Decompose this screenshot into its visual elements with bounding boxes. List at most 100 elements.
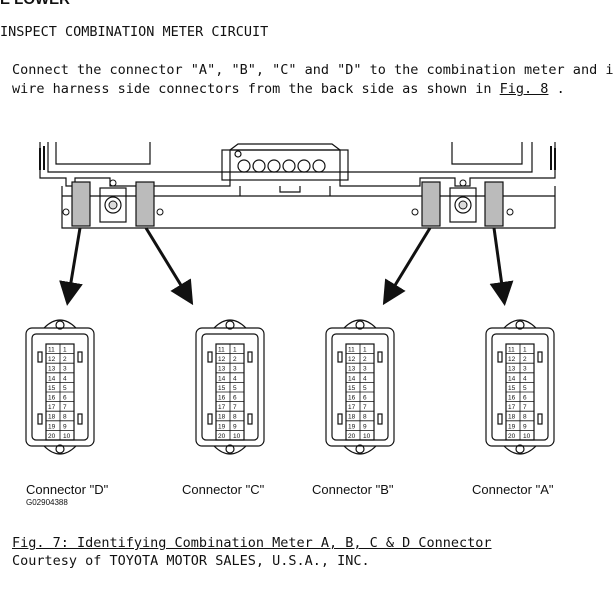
pin-label: 16 <box>218 395 226 402</box>
pin-label: 4 <box>363 375 367 382</box>
pin-label: 10 <box>523 433 531 440</box>
figure-caption: Fig. 7: Identifying Combination Meter A,… <box>12 535 492 551</box>
pin-label: 11 <box>48 347 55 354</box>
pin-label: 16 <box>348 395 356 402</box>
pin-label: 6 <box>523 395 527 402</box>
pin-label: 14 <box>508 375 516 382</box>
pin-label: 2 <box>233 356 237 363</box>
pin-label: 2 <box>363 356 367 363</box>
pin-label: 17 <box>508 404 516 411</box>
pin-label: 1 <box>63 347 67 354</box>
pin-label: 15 <box>218 385 226 392</box>
pin-label: 11 <box>508 347 515 354</box>
connector-label: Connector "C" <box>182 482 265 497</box>
pin-label: 11 <box>218 347 225 354</box>
pin-label: 12 <box>508 356 516 363</box>
pin-label: 7 <box>363 404 367 411</box>
arrow-d <box>59 227 83 306</box>
pin-label: 8 <box>523 414 527 421</box>
instruction-line-1: Connect the connector "A", "B", "C" and … <box>12 62 614 78</box>
pin-label: 13 <box>348 366 356 373</box>
housing-connector-d <box>62 181 91 227</box>
pin-label: 18 <box>348 414 356 421</box>
arrows <box>59 227 514 306</box>
pin-label: 9 <box>63 423 67 430</box>
pin-label: 10 <box>233 433 241 440</box>
pin-label: 14 <box>48 375 56 382</box>
pin-label: 12 <box>218 356 226 363</box>
pin-label: 1 <box>523 347 527 354</box>
pin-label: 4 <box>523 375 527 382</box>
figure-courtesy: Courtesy of TOYOTA MOTOR SALES, U.S.A., … <box>12 553 370 569</box>
pin-label: 17 <box>348 404 356 411</box>
pin-label: 5 <box>363 385 367 392</box>
pin-label: 6 <box>363 395 367 402</box>
pin-label: 16 <box>48 395 56 402</box>
pin-label: 12 <box>48 356 56 363</box>
instruction-line-2: wire harness side connectors from the ba… <box>12 81 565 97</box>
pin-label: 15 <box>48 385 56 392</box>
housing-connector-b <box>411 181 441 227</box>
pin-label: 3 <box>63 366 67 373</box>
pin-label: 17 <box>48 404 56 411</box>
pin-label: 2 <box>523 356 527 363</box>
pin-label: 20 <box>348 433 356 440</box>
connector-label: Connector "A" <box>472 482 554 497</box>
pin-label: 8 <box>63 414 67 421</box>
pin-label: 19 <box>48 423 56 430</box>
pin-label: 20 <box>48 433 56 440</box>
pin-label: 14 <box>348 375 356 382</box>
housing-connector-c <box>135 181 164 227</box>
pin-label: 20 <box>508 433 516 440</box>
pin-label: 8 <box>233 414 237 421</box>
pin-label: 10 <box>363 433 371 440</box>
pin-label: 9 <box>523 423 527 430</box>
pin-label: 4 <box>63 375 67 382</box>
pin-label: 15 <box>508 385 516 392</box>
housing-connector-a <box>484 181 514 227</box>
connector-label: Connector "B" <box>312 482 394 497</box>
instruction-line-2-end: . <box>548 81 565 97</box>
section-heading-cut: E LOWER <box>0 0 70 8</box>
pin-label: 11 <box>348 347 355 354</box>
pin-label: 6 <box>63 395 67 402</box>
pin-label: 15 <box>348 385 356 392</box>
pin-label: 10 <box>63 433 71 440</box>
pin-label: 5 <box>523 385 527 392</box>
pin-label: 4 <box>233 375 237 382</box>
pin-label: 17 <box>218 404 226 411</box>
housing-socket-left <box>99 179 127 223</box>
step-title: INSPECT COMBINATION METER CIRCUIT <box>0 24 269 40</box>
pin-label: 3 <box>523 366 527 373</box>
pin-label: 2 <box>63 356 67 363</box>
pin-label: 9 <box>363 423 367 430</box>
pin-label: 18 <box>508 414 516 421</box>
pin-label: 3 <box>363 366 367 373</box>
pin-label: 13 <box>508 366 516 373</box>
pin-label: 18 <box>218 414 226 421</box>
pin-label: 18 <box>48 414 56 421</box>
pin-label: 20 <box>218 433 226 440</box>
pin-label: 19 <box>218 423 226 430</box>
connector-label: Connector "D" <box>26 482 109 497</box>
pin-label: 1 <box>363 347 367 354</box>
pin-label: 8 <box>363 414 367 421</box>
fig-8-link[interactable]: Fig. 8 <box>499 81 549 97</box>
pin-label: 1 <box>233 347 237 354</box>
housing-socket-right <box>449 179 477 223</box>
pin-label: 9 <box>233 423 237 430</box>
terminal-row <box>234 150 326 173</box>
pin-label: 13 <box>218 366 226 373</box>
pin-label: 6 <box>233 395 237 402</box>
pin-label: 7 <box>233 404 237 411</box>
pin-label: 3 <box>233 366 237 373</box>
pin-label: 16 <box>508 395 516 402</box>
pin-label: 19 <box>508 423 516 430</box>
arrow-b <box>382 227 432 306</box>
